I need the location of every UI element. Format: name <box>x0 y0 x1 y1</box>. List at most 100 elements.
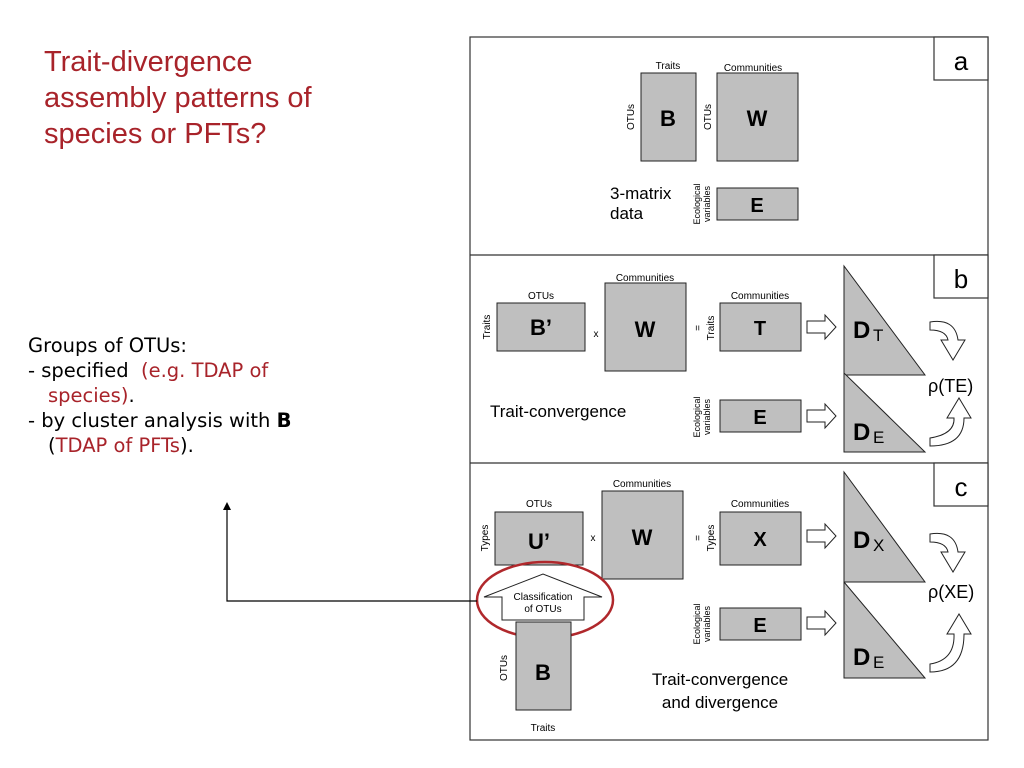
panel-a-data-line1: 3-matrix <box>610 184 672 203</box>
panel-c-matrix-x-label: X <box>753 529 767 551</box>
panel-c-times-op: x <box>591 533 596 544</box>
panel-c-curved-arrow-top <box>929 532 966 573</box>
panel-b-times-op: x <box>594 329 599 340</box>
panel-b-rho: ρ(TE) <box>928 376 973 396</box>
panel-b-arrow-t <box>806 313 837 341</box>
title-line-3: species or PFTs? <box>44 118 267 150</box>
panel-a-data-line2: data <box>610 204 644 223</box>
panel-c-communities-x-label: Communities <box>731 499 789 510</box>
panel-a-traits-label: Traits <box>656 61 681 72</box>
panel-b-letter-box <box>933 254 989 299</box>
panel-a-letter-box <box>933 36 989 81</box>
item2-close: ). <box>179 434 194 457</box>
title-line-2: assembly patterns of <box>44 82 312 114</box>
panel-c-classification-arrow <box>483 573 603 621</box>
panel-b-eco-line1: Ecological <box>692 396 702 437</box>
panel-a-otus-label-2: OTUs <box>703 104 714 130</box>
panel-c-caption-line2: and divergence <box>662 693 778 712</box>
item1-prefix: - specified <box>28 359 129 382</box>
panel-c-communities-w-label: Communities <box>613 479 671 490</box>
item2-open: ( <box>48 434 56 457</box>
panel-c-classification-line1: Classification <box>514 592 573 603</box>
panel-b-equals-op: = <box>693 325 704 331</box>
panel-b-communities-w-label: Communities <box>616 273 674 284</box>
panel-b-dt-sub: T <box>873 326 883 345</box>
panel-b-matrix-e <box>719 399 802 433</box>
panel-c-matrix-u <box>494 511 584 566</box>
groups-heading: Groups of OTUs: <box>28 334 187 357</box>
panel-a-matrix-b <box>640 72 697 162</box>
panel-b-communities-t-label: Communities <box>731 291 789 302</box>
item2-bold-b: B <box>276 409 292 432</box>
panel-a-matrix-w-label: W <box>747 106 768 131</box>
item1-red-2: species) <box>48 384 129 407</box>
panel-a-eco-line2: variables <box>702 185 712 222</box>
panel-c-triangle-dx <box>843 470 926 583</box>
panel-c-rho: ρ(XE) <box>928 582 974 602</box>
panel-c-classification-line2: of OTUs <box>524 604 561 615</box>
panel-c-equals-op: = <box>693 535 704 541</box>
panel-a-eco-line1: Ecological <box>692 183 702 224</box>
panel-c-matrix-b-label: B <box>535 660 551 685</box>
panel-b-caption: Trait-convergence <box>490 402 626 421</box>
panel-c-curved-arrow-bottom <box>929 613 972 673</box>
panel-c-arrow-x <box>806 522 837 550</box>
panel-b-traits-left-label: Traits <box>482 315 493 340</box>
item2-prefix: - by cluster analysis with <box>28 409 271 432</box>
panel-a-communities-label: Communities <box>724 63 782 74</box>
panel-b-matrix-b <box>496 302 586 352</box>
panel-c-types-left-label: Types <box>480 525 491 552</box>
panel-c-otus-b-label: OTUs <box>499 655 510 681</box>
panel-b-matrix-b-label: B’ <box>530 315 552 340</box>
panel-c-de-sub: E <box>873 653 884 672</box>
panel-b-triangle-de <box>843 371 927 453</box>
panel-c-matrix-u-label: U’ <box>528 529 550 554</box>
connector-arrow <box>223 502 477 602</box>
slide-title: Trait-divergence assembly patterns of sp… <box>44 44 424 152</box>
panel-c-matrix-x <box>719 511 802 566</box>
panel-b-de-sub: E <box>873 428 884 447</box>
panel-b-matrix-w <box>604 282 687 372</box>
groups-item-specified-cont: species). <box>28 383 428 408</box>
groups-item-cluster-cont: (TDAP of PFTs). <box>28 433 428 458</box>
panel-c-letter: c <box>955 472 968 502</box>
item2-red: TDAP of PFTs <box>55 434 180 457</box>
panel-c-matrix-w <box>601 490 684 580</box>
panel-c-de-main: D <box>853 644 870 671</box>
panel-c-dx-sub: X <box>873 536 884 555</box>
groups-of-otus-text: Groups of OTUs: - specified (e.g. TDAP o… <box>28 333 428 458</box>
panel-a-matrix-w <box>716 72 799 162</box>
panel-b-dt-main: D <box>853 317 870 344</box>
panel-c-dx-main: D <box>853 527 870 554</box>
panel-c-triangle-de <box>843 580 927 679</box>
panel-b-matrix-w-label: W <box>635 317 656 342</box>
panel-b-letter: b <box>954 264 968 294</box>
panel-a-matrix-e-label: E <box>750 195 763 217</box>
figure-frame <box>469 36 989 741</box>
panel-b-eco-line2: variables <box>702 398 712 435</box>
panel-c-arrow-e <box>806 609 837 637</box>
panel-a-matrix-b-label: B <box>660 106 676 131</box>
panel-b-traits-t-label: Traits <box>706 316 717 341</box>
panel-b-curved-arrow-top <box>929 320 966 361</box>
panel-c-caption-line1: Trait-convergence <box>652 670 788 689</box>
panel-c-types-x-label: Types <box>706 525 717 552</box>
panel-c-letter-box <box>933 462 989 507</box>
panel-b-matrix-t-label: T <box>754 318 766 340</box>
panel-b-otus-label: OTUs <box>528 291 554 302</box>
panel-b-curved-arrow-bottom <box>929 397 972 447</box>
panel-a-letter: a <box>954 46 969 76</box>
title-line-1: Trait-divergence <box>44 46 253 78</box>
panel-c-otus-label: OTUs <box>526 499 552 510</box>
panel-c-eco-line2: variables <box>702 605 712 642</box>
panel-c-eco-line1: Ecological <box>692 603 702 644</box>
panel-c-matrix-e-label: E <box>753 615 766 637</box>
panel-a-otus-label-1: OTUs <box>626 104 637 130</box>
panel-b-de-main: D <box>853 419 870 446</box>
panel-b-arrow-e <box>806 402 837 430</box>
panel-c-traits-b-label: Traits <box>531 723 556 734</box>
groups-item-cluster: - by cluster analysis with B <box>28 408 428 433</box>
panel-c-matrix-b <box>515 621 572 711</box>
panel-b-triangle-dt <box>843 264 926 376</box>
